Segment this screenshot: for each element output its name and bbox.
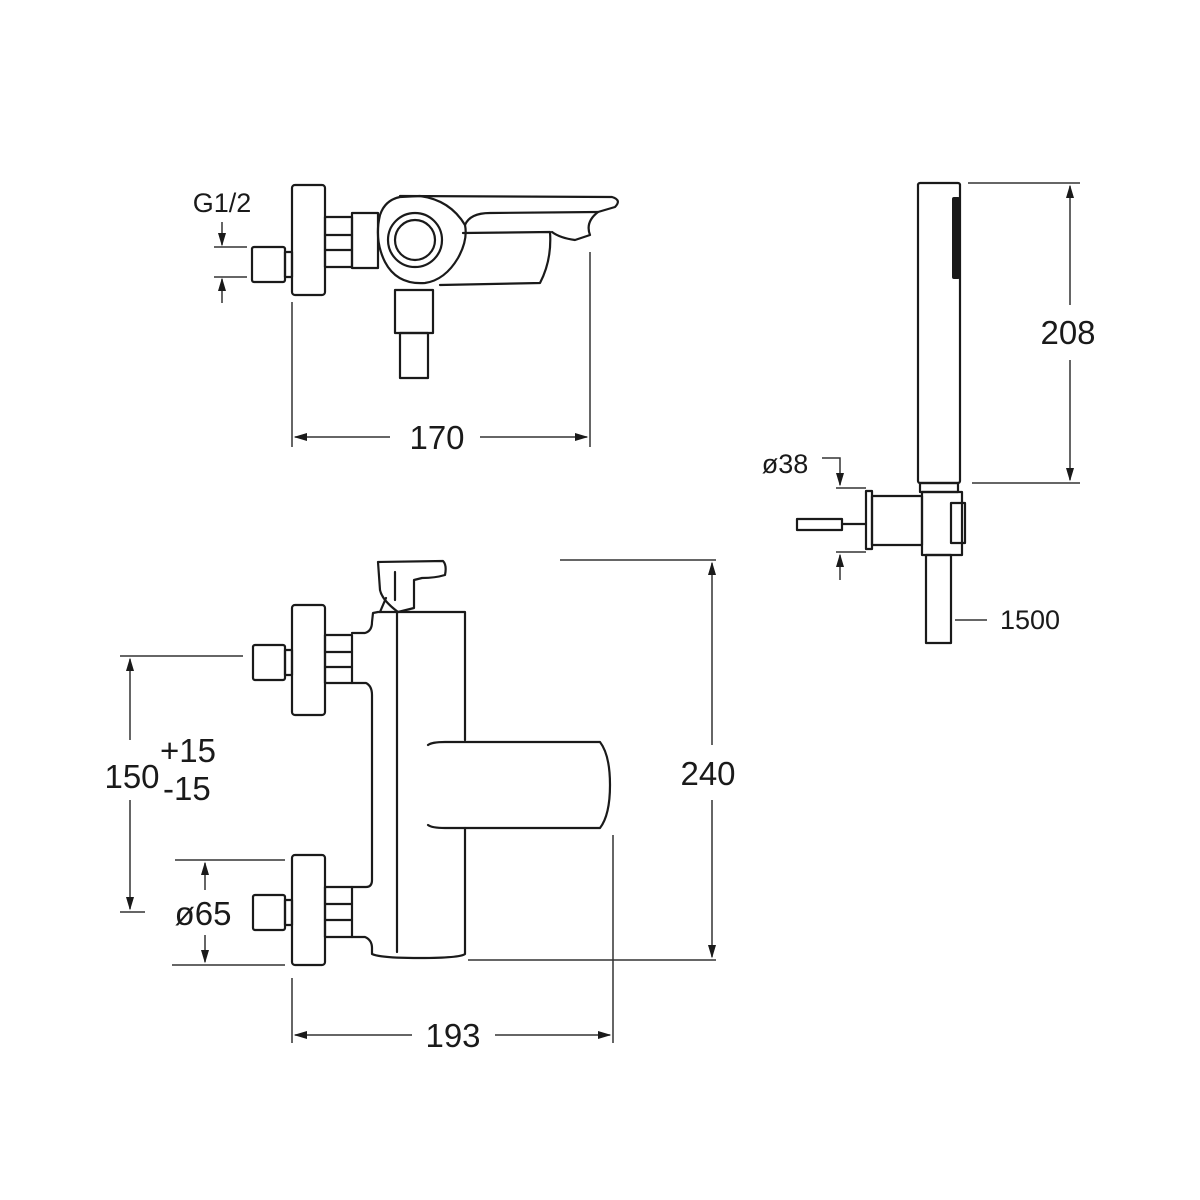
outlet-lower [398,331,430,380]
mixer-lever [376,559,447,614]
cartridge-ring [386,211,444,269]
bath-spout [426,740,612,830]
holder-clip [949,501,967,545]
dimension-150: 150 [104,758,159,795]
shower-hose [924,553,953,645]
dimension-193: 193 [425,1017,480,1054]
upper-union-nut [323,633,354,685]
upper-inlet-stub [251,643,287,682]
dimension-170: 170 [409,419,464,456]
mixer-body-cap [376,194,467,285]
dimension-208: 208 [1040,314,1095,351]
inlet-stub [250,245,287,284]
top-view-mixer [250,183,619,380]
front-view-dimensions: 240 193 150 +15 -15 ø65 [104,559,736,1054]
inlet-neck [283,250,294,279]
thread-label-g12: G1/2 [193,188,252,218]
mixer-body [350,610,467,742]
upper-wall-flange [290,603,327,717]
holder-arm [870,494,924,547]
dimension-diameter-65: ø65 [175,895,232,932]
holder-body [920,490,964,557]
top-view-dimensions: 170 G1/2 [193,188,591,456]
dimension-1500: 1500 [1000,605,1060,635]
spray-nozzles [952,197,960,279]
hand-shower-dimensions: 208 ø38 1500 [762,182,1096,635]
wall-flange [290,183,327,297]
tolerance-minus: -15 [163,770,211,807]
hand-shower [795,181,967,645]
shower-ring [918,481,960,494]
lower-union-nut [323,885,354,939]
lower-wall-flange [290,853,327,967]
lower-inlet-stub [251,893,287,932]
spout-top [398,194,619,242]
dimension-diameter-38: ø38 [762,449,809,479]
tolerance-plus: +15 [160,732,216,769]
union-nut [323,215,354,269]
outlet-upper [393,288,435,335]
wall-plug [795,517,844,532]
dimension-240: 240 [680,755,735,792]
connector [350,211,380,270]
front-view-mixer [251,559,612,967]
